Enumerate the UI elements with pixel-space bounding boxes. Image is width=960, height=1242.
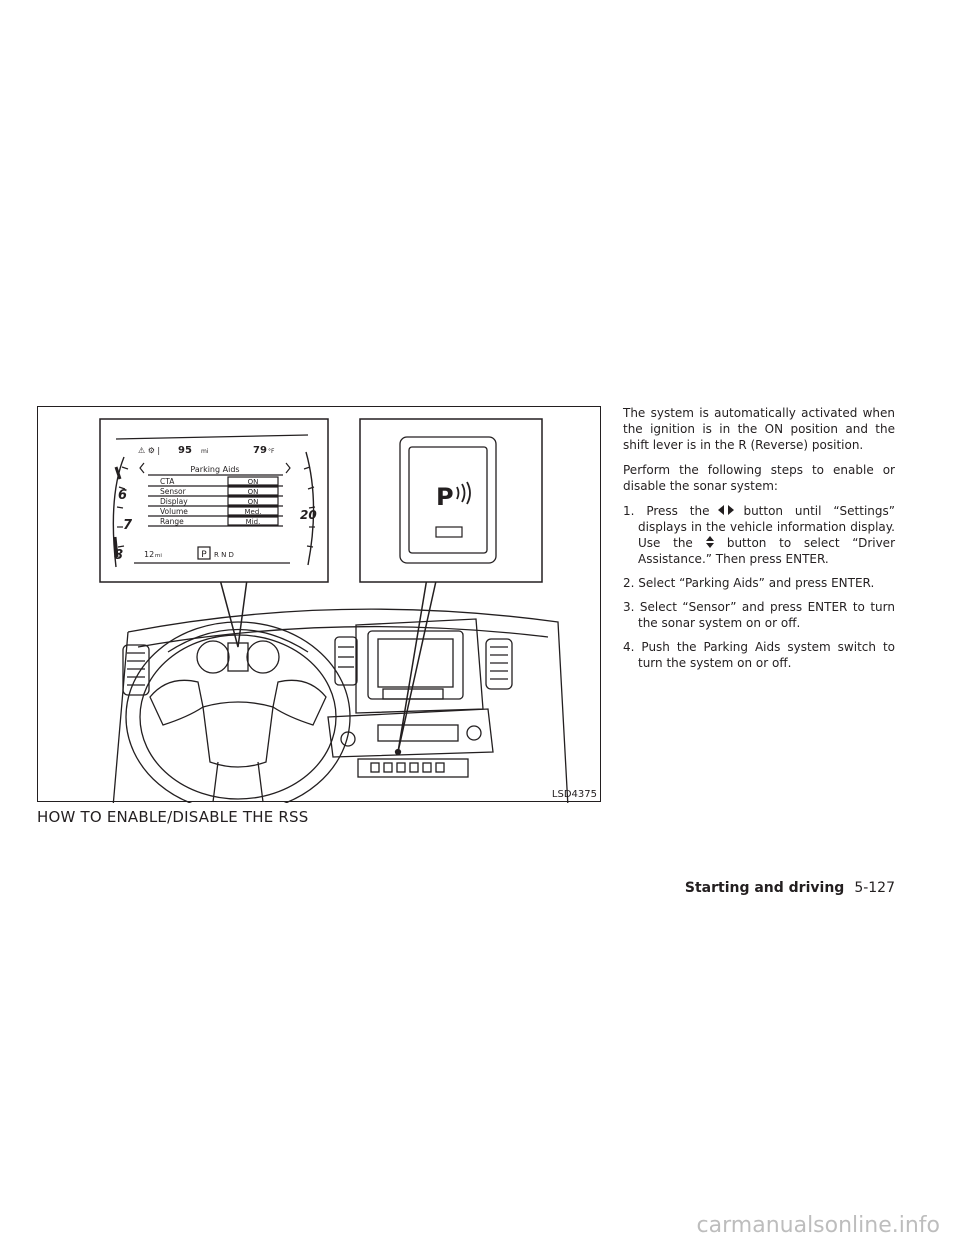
- step-3: 3. Select “Sensor” and press ENTER to tu…: [623, 599, 895, 631]
- switch-callout: P: [359, 418, 543, 583]
- step-text: Push the Parking Aids system switch to t…: [638, 640, 895, 670]
- speedometer: [246, 640, 280, 674]
- step-number: 3.: [623, 600, 635, 614]
- menu-row-label: Display: [160, 497, 188, 506]
- switch-indicator: [435, 526, 463, 538]
- footer-section-title: Starting and driving: [684, 880, 845, 896]
- menu-row-label: Volume: [160, 507, 188, 516]
- menu-row-value: ON: [248, 488, 259, 496]
- illustration-figure: ⚠ ⚙ | 95 mi 79 °F Parking Aids CTA ON Se…: [37, 406, 601, 803]
- temperature-unit: °F: [268, 448, 275, 455]
- step-number: 4.: [623, 640, 635, 654]
- odometer-unit: mi: [201, 448, 209, 455]
- menu-row-label: CTA: [160, 477, 175, 486]
- gear-selected: P: [201, 550, 207, 560]
- cluster-callout: ⚠ ⚙ | 95 mi 79 °F Parking Aids CTA ON Se…: [99, 418, 329, 583]
- menu-title: Parking Aids: [190, 465, 239, 474]
- status-icons: ⚠ ⚙ |: [138, 446, 160, 455]
- right-knob: [466, 725, 482, 741]
- page-number: 5-127: [854, 880, 895, 896]
- perform-paragraph: Perform the following steps to enable or…: [623, 463, 895, 493]
- watermark: carmanualsonline.info: [696, 1213, 940, 1238]
- step-number: 1.: [623, 504, 635, 518]
- steering-wheel: [125, 621, 351, 803]
- menu-row-value: Mid.: [246, 518, 261, 526]
- left-right-arrows-icon: [718, 505, 735, 515]
- speed-label: 20: [300, 508, 317, 522]
- intro-paragraph: The system is automatically activated wh…: [623, 406, 895, 452]
- menu-row-label: Sensor: [160, 487, 187, 496]
- parking-switch-symbol: P: [436, 483, 454, 511]
- step-number: 2.: [623, 576, 635, 590]
- range-unit: mi: [155, 553, 162, 559]
- figure-code: LSD4375: [551, 789, 597, 800]
- right-vent: [485, 638, 513, 690]
- step-2: 2. Select “Parking Aids” and press ENTER…: [623, 575, 895, 591]
- tachometer: [196, 640, 230, 674]
- step-text: Press the: [646, 504, 710, 518]
- gear-list: R N D: [214, 551, 234, 559]
- step-text: Select “Sensor” and press ENTER to turn …: [638, 600, 895, 630]
- menu-row-value: Med.: [244, 508, 261, 516]
- tach-label: 8: [114, 548, 123, 563]
- step-text: button to select “Driver Assistance.” Th…: [638, 536, 895, 566]
- tach-label: 6: [118, 488, 127, 503]
- dashboard-illustration: ⚠ ⚙ | 95 mi 79 °F Parking Aids CTA ON Se…: [99, 418, 569, 803]
- menu-row-value: ON: [248, 498, 259, 506]
- odometer-value: 95: [178, 445, 192, 456]
- section-heading: HOW TO ENABLE/DISABLE THE RSS: [37, 808, 309, 826]
- range-value: 12: [144, 550, 154, 559]
- menu-row-value: ON: [248, 478, 259, 486]
- menu-row-label: Range: [160, 517, 184, 526]
- step-text: button until “Settings” displays in the …: [638, 504, 895, 550]
- temperature-value: 79: [253, 445, 267, 456]
- step-4: 4. Push the Parking Aids system switch t…: [623, 639, 895, 671]
- tach-label: 7: [123, 518, 133, 533]
- step-text: Select “Parking Aids” and press ENTER.: [638, 576, 875, 590]
- body-text-column: The system is automatically activated wh…: [623, 405, 895, 679]
- sonar-wave-icon: [456, 481, 471, 505]
- page-footer: Starting and driving 5-127: [685, 880, 895, 896]
- left-vent: [122, 644, 150, 696]
- up-down-arrows-icon: [705, 536, 714, 548]
